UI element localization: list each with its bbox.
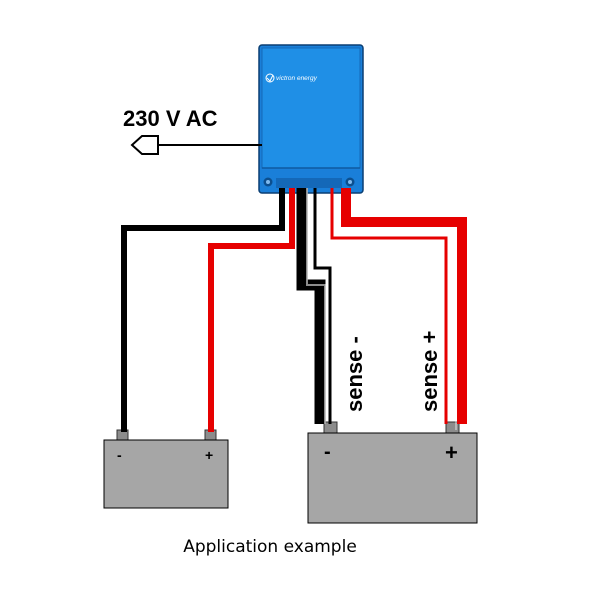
wire-small-battery-positive	[208, 188, 295, 432]
ac-voltage-label: 230 V AC	[123, 106, 218, 131]
battery-small: - +	[103, 429, 229, 509]
wire-large-battery-negative	[296, 188, 326, 424]
victron-logo-icon	[265, 73, 275, 83]
wire-sense-negative	[313, 188, 332, 424]
ac-plug-icon	[130, 135, 159, 155]
ac-cable	[130, 135, 262, 155]
battery-small-minus-label: -	[117, 447, 122, 463]
diagram-caption: Application example	[183, 537, 357, 557]
mounting-hole-right	[345, 177, 355, 187]
wire-small-battery-negative	[121, 188, 285, 432]
sense-plus-label: sense +	[417, 331, 442, 412]
device-brand-label: victron energy	[276, 75, 318, 82]
battery-large-plus-label: +	[445, 440, 458, 465]
wire-large-battery-positive	[339, 188, 467, 430]
battery-large: - +	[307, 421, 478, 524]
battery-large-minus-label: -	[324, 441, 331, 463]
battery-small-plus-label: +	[205, 447, 213, 463]
sense-minus-label: sense -	[342, 336, 367, 412]
wire-sense-positive	[330, 188, 448, 424]
mounting-hole-left	[263, 177, 273, 187]
charger-device: victron energy	[258, 44, 364, 194]
